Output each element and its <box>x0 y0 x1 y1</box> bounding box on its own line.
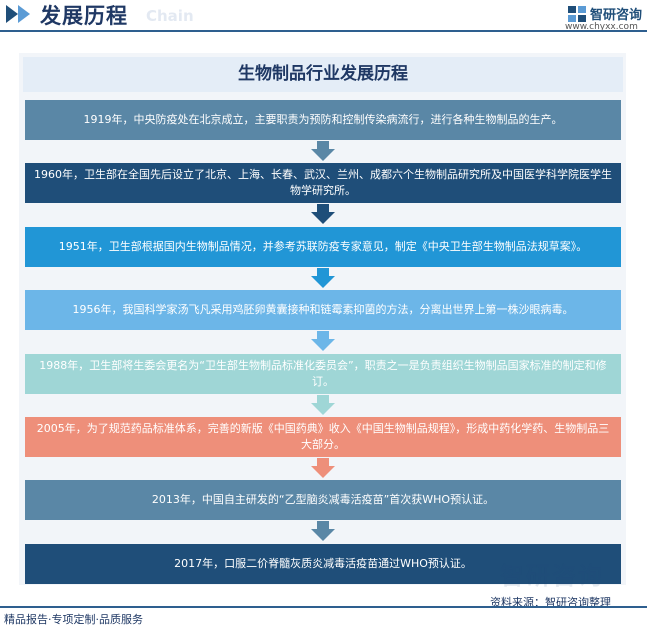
timeline-event-text: 2017年，口服二价脊髓灰质炎减毒活疫苗通过WHO预认证。 <box>174 557 472 570</box>
chevron-right-icon <box>6 5 18 23</box>
down-arrow-icon <box>311 395 335 415</box>
title-box: 生物制品行业发展历程 <box>23 57 623 92</box>
timeline-event-text: 1960年，卫生部在全国先后设立了北京、上海、长春、武汉、兰州、成都六个生物制品… <box>34 168 612 197</box>
footer-divider <box>0 606 647 608</box>
down-arrow-icon <box>311 458 335 478</box>
chevron-right-icon <box>18 5 30 23</box>
timeline-event-text: 1919年，中央防疫处在北京成立，主要职责为预防和控制传染病流行，进行各种生物制… <box>83 113 563 126</box>
timeline-event-text: 1956年，我国科学家汤飞凡采用鸡胚卵黄囊接种和链霉素抑菌的方法，分离出世界上第… <box>72 303 574 316</box>
timeline-event-text: 2005年，为了规范药品标准体系，完善的新版《中国药典》收入《中国生物制品规程》… <box>36 422 610 451</box>
timeline-event: 1960年，卫生部在全国先后设立了北京、上海、长春、武汉、兰州、成都六个生物制品… <box>25 163 621 203</box>
header-divider <box>0 30 647 32</box>
down-arrow-icon <box>311 204 335 224</box>
timeline-event-text: 1951年，卫生部根据国内生物制品情况，并参考苏联防疫专家意见，制定《中央卫生部… <box>58 240 588 253</box>
diagram-title: 生物制品行业发展历程 <box>238 64 408 84</box>
page-subtitle: Chain <box>146 7 194 25</box>
down-arrow-icon <box>311 268 335 288</box>
down-arrow-icon <box>311 331 335 351</box>
watermark: 智研咨询 <box>500 562 604 590</box>
timeline-event: 2013年，中国自主研发的“乙型脑炎减毒活疫苗”首次获WHO预认证。 <box>25 480 621 520</box>
source-note: 资料来源：智研咨询整理 <box>490 596 611 609</box>
timeline-event: 2005年，为了规范药品标准体系，完善的新版《中国药典》收入《中国生物制品规程》… <box>25 417 621 457</box>
timeline-event: 1951年，卫生部根据国内生物制品情况，并参考苏联防疫专家意见，制定《中央卫生部… <box>25 227 621 267</box>
down-arrow-icon <box>311 141 335 161</box>
timeline-event-text: 2013年，中国自主研发的“乙型脑炎减毒活疫苗”首次获WHO预认证。 <box>151 493 495 506</box>
timeline-event: 1988年，卫生部将生委会更名为“卫生部生物制品标准化委员会”，职责之一是负责组… <box>25 354 621 394</box>
timeline-event: 1919年，中央防疫处在北京成立，主要职责为预防和控制传染病流行，进行各种生物制… <box>25 100 621 140</box>
footer-slogan: 精品报告·专项定制·品质服务 <box>4 613 143 626</box>
timeline-event-text: 1988年，卫生部将生委会更名为“卫生部生物制品标准化委员会”，职责之一是负责组… <box>39 359 607 388</box>
page-header: 发展历程 Chain 智研咨询 www.chyxx.com <box>0 0 647 36</box>
page-title: 发展历程 <box>40 3 128 28</box>
timeline-event: 2017年，口服二价脊髓灰质炎减毒活疫苗通过WHO预认证。 <box>25 544 621 584</box>
timeline-event: 1956年，我国科学家汤飞凡采用鸡胚卵黄囊接种和链霉素抑菌的方法，分离出世界上第… <box>25 290 621 330</box>
brand-url: www.chyxx.com <box>565 22 638 32</box>
down-arrow-icon <box>311 521 335 541</box>
brand-name: 智研咨询 <box>590 8 643 23</box>
zhiyan-logo-icon <box>568 6 586 22</box>
